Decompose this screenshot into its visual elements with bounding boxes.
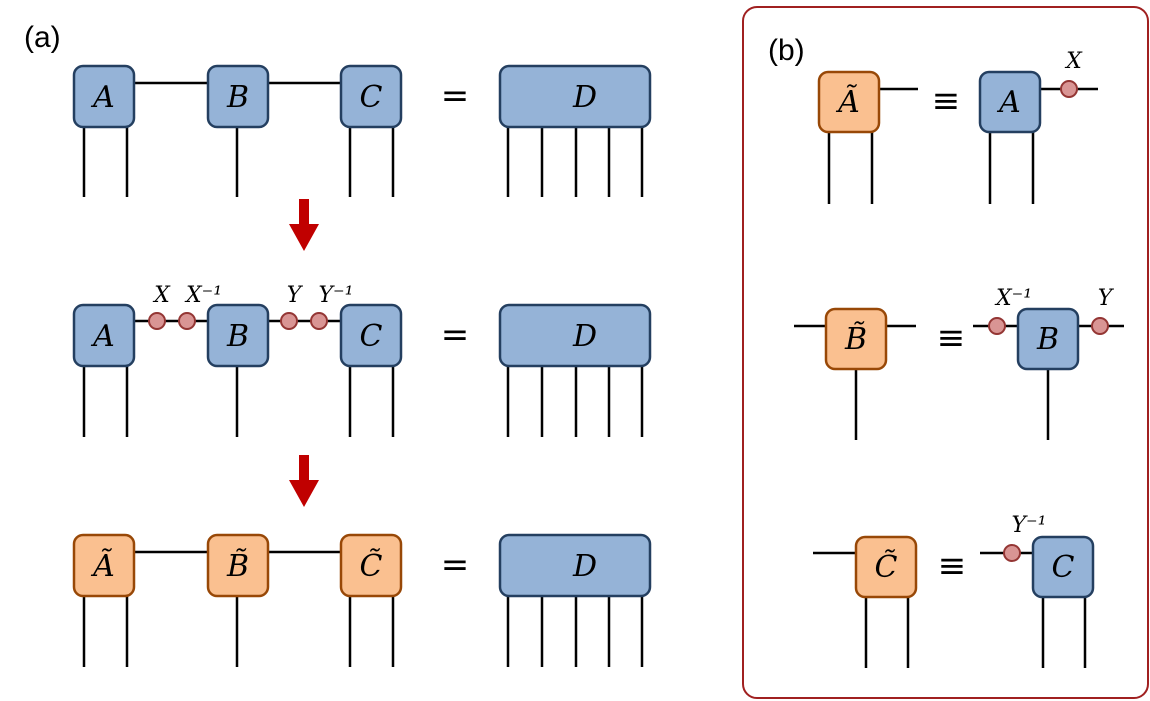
tensor-c	[339, 64, 403, 129]
gauge-y-inverse	[310, 312, 328, 330]
gauge-y-inverse	[1003, 544, 1021, 562]
gauge-x-label: X	[1064, 49, 1083, 74]
gauge-y-label: Y	[287, 283, 304, 308]
row3-network: Ã B̃ C̃ = D	[72, 533, 652, 667]
gauge-x-inverse-label: X⁻¹	[994, 286, 1032, 311]
panel-b-frame	[742, 6, 1149, 699]
tensor-b-tilde	[206, 533, 270, 598]
equiv-sign: ≡	[937, 318, 966, 358]
panel-b-row-a: Ã ≡ A X	[817, 49, 1098, 204]
tensor-b-tilde-label: B̃	[226, 549, 249, 584]
gauge-x-inverse	[178, 312, 196, 330]
tensor-c-label: C	[360, 319, 383, 354]
tensor-a-label: A	[90, 80, 115, 115]
tensor-a-label: A	[90, 319, 115, 354]
panel-b-label: (b)	[768, 34, 805, 67]
down-arrow-icon	[289, 199, 319, 251]
tensor-b	[206, 64, 270, 129]
equals-sign: =	[441, 545, 470, 585]
tensor-d-label: D	[572, 80, 597, 115]
gauge-y-inverse-label: Y⁻¹	[319, 283, 354, 308]
equals-sign: =	[441, 315, 470, 355]
tensor-c-tilde-label: C̃	[360, 549, 383, 584]
tensor-d	[498, 303, 652, 368]
tensor-c-tilde-label: C̃	[875, 550, 898, 585]
row2-network: X X⁻¹ Y Y⁻¹ A B C = D	[72, 283, 652, 437]
tensor-c-label: C	[1052, 550, 1075, 585]
tensor-a-tilde-label: Ã	[835, 84, 860, 120]
gauge-y-label: Y	[1098, 286, 1115, 311]
panel-b-row-c: C̃ ≡ C Y⁻¹	[813, 513, 1095, 668]
tensor-a-tilde	[817, 70, 881, 134]
gauge-x-inverse	[988, 317, 1006, 335]
tensor-a	[978, 70, 1042, 134]
gauge-x	[1060, 80, 1078, 98]
panel-a-label: (a)	[24, 21, 61, 54]
tensor-c	[1031, 535, 1095, 599]
tensor-a	[72, 64, 136, 129]
tensor-a-tilde-label: Ã	[90, 548, 115, 584]
down-arrow-icon	[289, 455, 319, 507]
tensor-d-label: D	[572, 549, 597, 584]
panel-b-row-b: B̃ ≡ B X⁻¹ Y	[794, 286, 1124, 440]
tensor-a	[72, 303, 136, 368]
gauge-y-inverse-label: Y⁻¹	[1012, 513, 1047, 538]
tensor-a-label: A	[996, 85, 1021, 120]
tensor-b	[206, 303, 270, 368]
gauge-x-label: X	[152, 283, 171, 308]
tensor-c-label: C	[360, 80, 383, 115]
row1-network: A B C = D	[72, 64, 652, 197]
equiv-sign: ≡	[932, 81, 961, 121]
tensor-b-label: B	[226, 80, 249, 115]
gauge-y	[1091, 317, 1109, 335]
tensor-c-tilde	[854, 535, 918, 599]
tensor-d	[498, 533, 652, 598]
tensor-b-tilde-label: B̃	[844, 322, 867, 357]
tensor-b	[1016, 307, 1080, 371]
equals-sign: =	[441, 76, 470, 116]
tensor-b-label: B	[226, 319, 249, 354]
tensor-c	[339, 303, 403, 368]
equiv-sign: ≡	[938, 546, 967, 586]
tensor-a-tilde	[72, 533, 136, 598]
gauge-x-inverse-label: X⁻¹	[184, 283, 222, 308]
tensor-d	[498, 64, 652, 129]
tensor-d-label: D	[572, 319, 597, 354]
tensor-c-tilde	[339, 533, 403, 598]
tensor-b-tilde	[824, 307, 888, 371]
gauge-x	[148, 312, 166, 330]
tensor-b-label: B	[1036, 322, 1059, 357]
gauge-y	[280, 312, 298, 330]
